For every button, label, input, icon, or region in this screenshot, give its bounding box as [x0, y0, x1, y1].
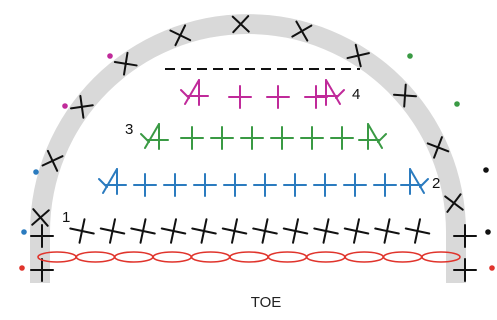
row-label-1: 1: [62, 209, 70, 226]
row-1-sc-symbol: [282, 218, 309, 244]
edge-sc-symbol: [453, 224, 477, 248]
edge-sc-symbol: [69, 94, 94, 119]
row-label-4: 4: [352, 86, 360, 103]
row-1-sc-symbol: [191, 218, 217, 244]
chain-stitch: [305, 251, 346, 263]
edge-sc-symbol: [30, 224, 54, 248]
chain-stitch: [114, 251, 154, 263]
row-1-sc-symbol: [374, 218, 400, 244]
marker-dot: [483, 167, 489, 173]
row-1-sc-symbol: [130, 218, 156, 244]
chain-stitch: [75, 251, 116, 263]
chain-stitch: [421, 251, 461, 263]
row-2-stitches: [98, 168, 429, 197]
row-3-sc-symbol: [270, 126, 294, 150]
marker-dot: [33, 169, 39, 175]
edge-sc-symbol: [291, 20, 313, 42]
row-1-sc-symbol: [99, 218, 126, 244]
marker-dot: [485, 229, 491, 235]
marker-dot: [107, 53, 113, 59]
row-3-sc-symbol: [240, 126, 264, 150]
row-2-sc-symbol: [253, 173, 277, 197]
edge-sc-symbol: [169, 24, 192, 47]
chain-stitch: [382, 251, 423, 263]
chain-stitch: [267, 251, 308, 263]
marker-dot: [21, 229, 27, 235]
row-2-sc-symbol: [133, 173, 157, 197]
row-1-sc-symbol: [160, 218, 187, 244]
marker-dot: [19, 265, 25, 271]
chain-stitch: [152, 251, 192, 263]
row-2-sc-symbol: [283, 173, 307, 197]
edge-stitches: [30, 15, 477, 282]
row-label-2: 2: [432, 175, 440, 192]
row-2-sc-symbol: [343, 173, 367, 197]
row-3-sc-symbol: [210, 126, 234, 150]
row-1-sc-symbol: [343, 218, 370, 244]
edge-sc-symbol: [30, 258, 54, 282]
row-1-sc-symbol: [221, 218, 248, 244]
row-1-sc-symbol: [69, 218, 95, 244]
row-1-sc-symbol: [404, 218, 431, 244]
row-2-sc-symbol: [193, 173, 217, 197]
row-2-sc-symbol: [163, 173, 187, 197]
row-3-sc-symbol: [330, 126, 354, 150]
row-label-3: 3: [125, 121, 133, 138]
chart-caption: TOE: [251, 294, 282, 311]
row-1-stitches: [69, 218, 431, 244]
row-2-sc-symbol: [373, 173, 397, 197]
edge-sc-symbol: [31, 208, 50, 227]
edge-sc-symbol: [41, 149, 64, 172]
chain-stitch: [344, 251, 385, 263]
row-2-decrease-symbol: [400, 168, 429, 195]
stitch-markers: [19, 53, 495, 271]
row-2-decrease-symbol: [98, 168, 127, 195]
marker-dot: [407, 53, 413, 59]
edge-band: [30, 14, 466, 284]
edge-sc-symbol: [346, 43, 370, 68]
row-4-decrease-symbol: [316, 79, 345, 106]
row-2-sc-symbol: [223, 173, 247, 197]
edge-sc-symbol: [426, 136, 450, 159]
edge-sc-symbol: [231, 15, 250, 34]
row-3-sc-symbol: [300, 126, 324, 150]
row-1-sc-symbol: [313, 218, 339, 244]
edge-sc-symbol: [113, 51, 138, 76]
marker-dot: [489, 265, 495, 271]
edge-sc-symbol: [453, 258, 477, 282]
row-4-decrease-symbol: [180, 79, 209, 106]
row-2-sc-symbol: [313, 173, 337, 197]
row-3-decrease-symbol: [140, 123, 169, 150]
chain-stitch: [190, 251, 231, 263]
row-3-decrease-symbol: [358, 123, 387, 150]
row-4-stitches: [180, 79, 345, 109]
row-3-sc-symbol: [180, 126, 204, 150]
chain-stitch: [229, 251, 269, 263]
marker-dot: [62, 103, 68, 109]
row-4-sc-symbol: [228, 85, 252, 109]
edge-sc-symbol: [444, 193, 464, 213]
edge-sc-symbol: [393, 83, 417, 108]
row-3-stitches: [140, 123, 387, 150]
row-1-sc-symbol: [252, 218, 278, 244]
row-4-sc-symbol: [266, 85, 290, 109]
marker-dot: [454, 101, 460, 107]
foundation-chain: [37, 251, 461, 263]
